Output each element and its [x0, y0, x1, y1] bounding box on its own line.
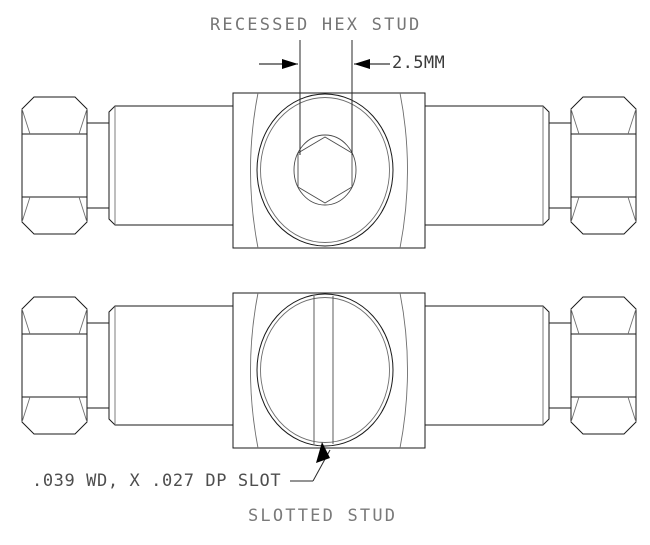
lower-assembly-slotted-stud	[22, 293, 636, 482]
right-shank-lower	[425, 306, 549, 425]
page-title: RECESSED HEX STUD	[210, 15, 422, 35]
right-collar-upper	[549, 123, 571, 208]
left-hex-nut-lower	[22, 297, 87, 434]
center-body-lower	[233, 293, 425, 448]
slot-note-leader	[290, 442, 331, 482]
center-body-upper	[233, 93, 425, 248]
left-shank-lower	[109, 306, 233, 425]
upper-assembly-recessed-hex-stud	[22, 40, 636, 248]
hex-socket-feature	[257, 94, 393, 246]
hex-width-dimension-label: 2.5MM	[392, 53, 446, 73]
right-hex-nut-lower	[571, 297, 636, 434]
right-collar-lower	[549, 323, 571, 408]
slot-feature	[257, 294, 393, 446]
left-collar-upper	[87, 123, 109, 208]
slot-spec-note: .039 WD, X .027 DP SLOT	[32, 471, 282, 491]
right-hex-nut-upper	[571, 97, 636, 234]
lower-view-caption: SLOTTED STUD	[248, 506, 398, 526]
left-shank-upper	[109, 106, 233, 225]
hex-width-dimension	[259, 40, 390, 155]
left-collar-lower	[87, 323, 109, 408]
right-shank-upper	[425, 106, 549, 225]
left-hex-nut-upper	[22, 97, 87, 234]
